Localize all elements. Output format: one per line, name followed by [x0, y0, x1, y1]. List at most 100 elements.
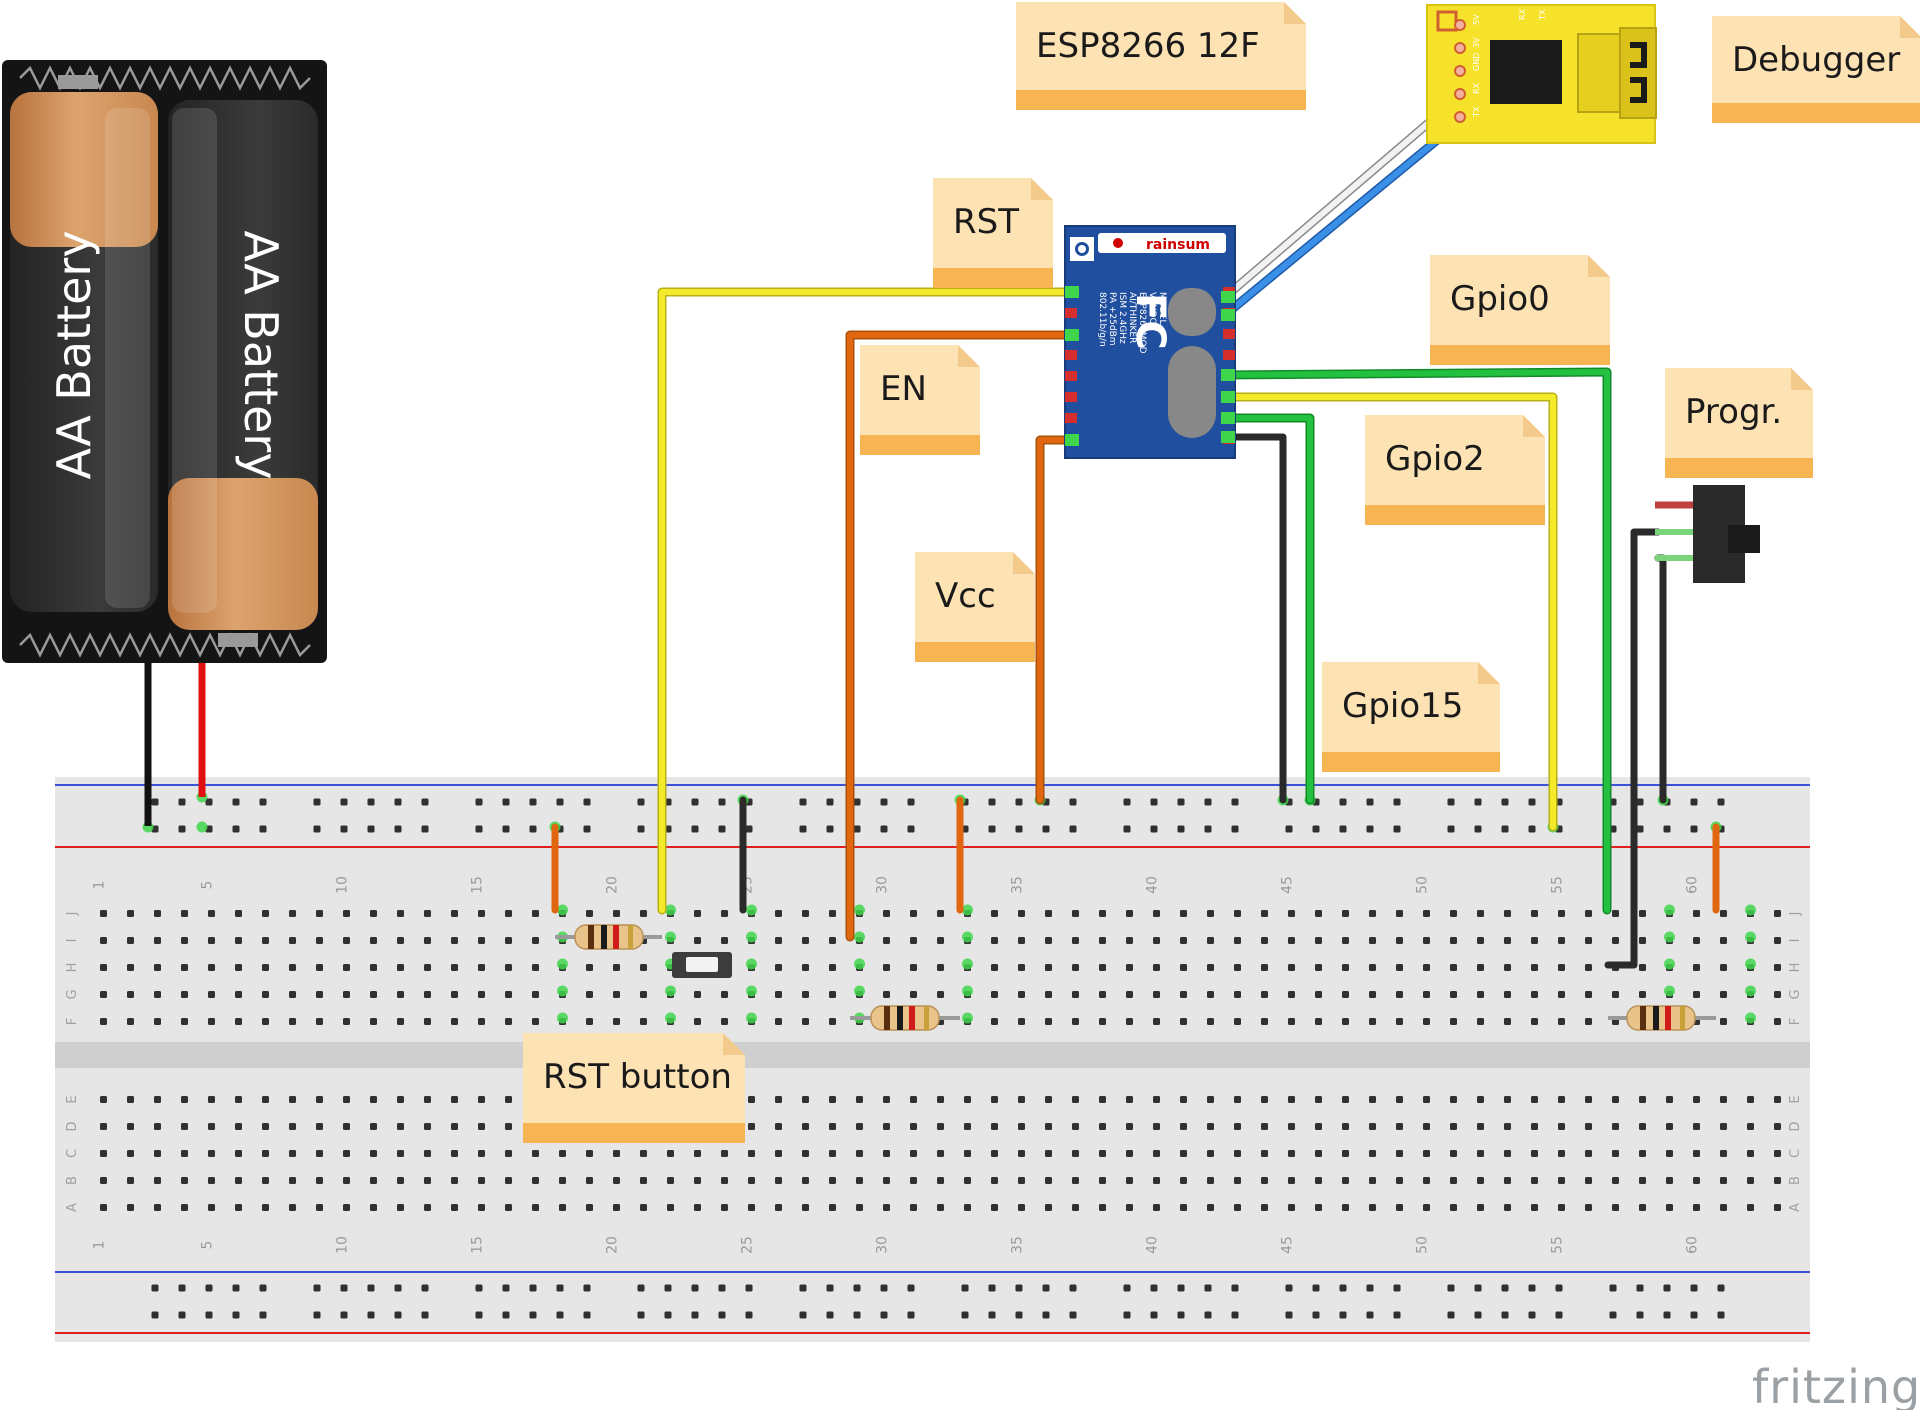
- note-label: RST button: [543, 1057, 732, 1097]
- breadboard: 1155101015152020252530303535404045455050…: [55, 777, 1810, 1342]
- note-label: Debugger: [1732, 40, 1900, 80]
- note-progr: Progr.: [1665, 368, 1813, 478]
- esp-brand-label: rainsum: [1146, 237, 1210, 253]
- note-label: Vcc: [935, 576, 996, 616]
- wire-progr-black-1: [1604, 528, 1662, 969]
- row-letter: G: [65, 989, 80, 999]
- row-letter: H: [65, 963, 80, 973]
- row-letter: A: [65, 1203, 80, 1212]
- esp-marking-line: ESP8266MOD: [1137, 292, 1147, 354]
- resistor-1: [555, 924, 662, 950]
- row-letter: A: [1788, 1203, 1803, 1212]
- note-label: Gpio2: [1385, 439, 1485, 479]
- note-en: EN: [860, 345, 980, 455]
- fritzing-watermark: fritzing: [1752, 1360, 1920, 1410]
- column-number: 35: [1010, 876, 1026, 894]
- column-number: 10: [335, 876, 351, 894]
- connected-holes: [142, 791, 1756, 1024]
- wires: [551, 97, 1720, 969]
- column-number: 25: [740, 1236, 756, 1254]
- note-label: Gpio15: [1342, 686, 1463, 726]
- column-number: 50: [1415, 876, 1431, 894]
- wire-gnd-esp: [1218, 433, 1287, 804]
- row-letter: C: [1788, 1149, 1803, 1158]
- debugger-pin-label: 3V: [1472, 37, 1481, 48]
- column-numbers: 1155101015152020252530303535404045455050…: [92, 876, 1701, 1254]
- debugger-pin-label: RX: [1472, 82, 1481, 94]
- program-switch: [1655, 485, 1760, 583]
- debugger-pins: 5V 3V GND RX TX RX TX: [1454, 8, 1547, 123]
- battery-label-left: AA Battery: [47, 230, 101, 479]
- row-letter: F: [1788, 1018, 1803, 1025]
- column-number: 60: [1685, 876, 1701, 894]
- battery-label-right: AA Battery: [234, 230, 288, 479]
- battery-cell-right: AA Battery: [168, 100, 318, 630]
- esp-marking-line: ISM 2.4GHz: [1117, 292, 1127, 344]
- note-label: RST: [953, 202, 1019, 242]
- row-letter: F: [65, 1018, 80, 1025]
- note-gpio0: Gpio0: [1430, 255, 1610, 365]
- column-number: 20: [605, 1236, 621, 1254]
- row-letter: D: [65, 1121, 80, 1131]
- row-letter: D: [1788, 1121, 1803, 1131]
- esp-fc-logo: FC: [1127, 293, 1173, 350]
- column-number: 45: [1280, 1236, 1296, 1254]
- wire-gpio15: [1217, 413, 1315, 805]
- esp-pads-left: [1065, 286, 1079, 446]
- row-letter: J: [65, 912, 80, 917]
- resistor-2: [850, 1005, 960, 1031]
- row-letter: E: [65, 1095, 80, 1103]
- note-debugger: Debugger: [1712, 16, 1920, 123]
- esp-marking-line: 802.11b/g/n: [1097, 292, 1107, 347]
- rst-pushbutton: [672, 952, 732, 978]
- note-vcc: Vcc: [915, 552, 1035, 662]
- column-number: 45: [1280, 876, 1296, 894]
- column-number: 40: [1145, 1236, 1161, 1254]
- column-number: 1: [92, 881, 108, 890]
- esp-marking-line: VENDOR: [1147, 292, 1157, 331]
- column-number: 15: [470, 876, 486, 894]
- column-number: 55: [1550, 876, 1566, 894]
- note-label: EN: [880, 369, 927, 409]
- column-number: 5: [200, 1241, 216, 1250]
- column-number: 15: [470, 1236, 486, 1254]
- battery-pack: AA Battery AA Battery: [2, 60, 327, 663]
- esp-pads-right: [1221, 287, 1235, 444]
- note-rst: RST: [933, 178, 1053, 288]
- column-number: 30: [875, 876, 891, 894]
- note-esp: ESP8266 12F: [1016, 2, 1306, 110]
- note-label: ESP8266 12F: [1036, 26, 1260, 66]
- terminal-holes-top: [90, 900, 1791, 1035]
- note-label: Progr.: [1685, 392, 1782, 432]
- battery-cell-left: AA Battery: [10, 92, 158, 612]
- row-letter: E: [1788, 1095, 1803, 1103]
- row-letter: H: [1788, 963, 1803, 973]
- esp8266-module: rainsum FC MODELVENDORESP8266MODAI/THINK…: [1064, 225, 1236, 459]
- row-letter: B: [65, 1176, 80, 1185]
- column-number: 30: [875, 1236, 891, 1254]
- usb-serial-debugger: 5V 3V GND RX TX RX TX: [1426, 4, 1657, 144]
- debugger-pin-label: GND: [1472, 53, 1481, 71]
- debugger-pin-label: RX: [1518, 8, 1527, 20]
- column-number: 10: [335, 1236, 351, 1254]
- debugger-pin-label: TX: [1538, 9, 1547, 21]
- power-rail-holes: [151, 798, 1725, 1319]
- column-number: 35: [1010, 1236, 1026, 1254]
- debugger-pin-label: 5V: [1472, 14, 1481, 25]
- row-letter: B: [1788, 1176, 1803, 1185]
- resistor-3: [1608, 1005, 1716, 1031]
- debugger-pin-label: TX: [1472, 106, 1481, 118]
- row-letter: C: [65, 1149, 80, 1158]
- column-number: 40: [1145, 876, 1161, 894]
- note-gpio2: Gpio2: [1365, 415, 1545, 525]
- column-number: 50: [1415, 1236, 1431, 1254]
- note-gpio15: Gpio15: [1322, 662, 1500, 772]
- row-letter: I: [1788, 939, 1803, 943]
- column-number: 60: [1685, 1236, 1701, 1254]
- note-rst-button: RST button: [523, 1033, 745, 1143]
- row-letter: I: [65, 939, 80, 943]
- column-number: 5: [200, 881, 216, 890]
